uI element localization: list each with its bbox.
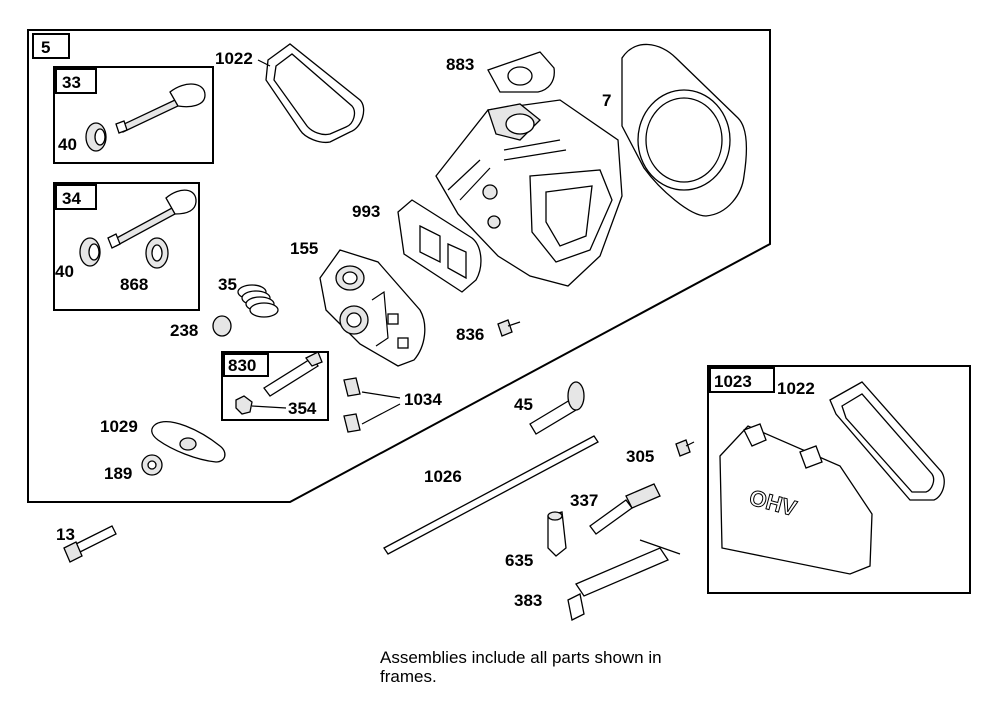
plug-238: [212, 315, 232, 337]
label-836: 836: [456, 325, 484, 344]
note-line-1: Assemblies include all parts shown in: [380, 648, 662, 667]
rocker-cover-gasket-1022: [265, 43, 365, 144]
bolt-13: [63, 525, 117, 563]
label-635: 635: [505, 551, 533, 570]
label-45: 45: [514, 395, 533, 414]
valve-rotator-868: [145, 237, 169, 269]
label-383: 383: [514, 591, 542, 610]
label-354: 354: [288, 399, 317, 418]
frame-5-label: 5: [41, 38, 50, 57]
screw-305: [675, 439, 695, 457]
label-305: 305: [626, 447, 654, 466]
frame-5-box: [32, 33, 70, 59]
intake-gasket-883: [487, 51, 555, 93]
label-883: 883: [446, 55, 474, 74]
label-1034: 1034: [404, 390, 442, 409]
spark-plug-tool-383: [567, 539, 681, 621]
frame-33-label: 33: [62, 73, 81, 92]
label-40b: 40: [55, 262, 74, 281]
frame-34-label: 34: [62, 189, 81, 208]
label-13: 13: [56, 525, 75, 544]
nut-354: [235, 395, 253, 415]
valve-spring-35: [237, 284, 279, 318]
label-238: 238: [170, 321, 198, 340]
label-993: 993: [352, 202, 380, 221]
label-40a: 40: [58, 135, 77, 154]
exhaust-valve-frame: [53, 182, 200, 311]
frame-830-label: 830: [228, 356, 256, 375]
push-rod-1026: [383, 435, 599, 555]
cover-gasket-1022b: [829, 381, 945, 501]
label-1022b: 1022: [777, 379, 815, 398]
label-337: 337: [570, 491, 598, 510]
intake-valve-frame: [53, 66, 214, 164]
note-line-2: frames.: [380, 667, 437, 686]
rocker-stud-830: [263, 351, 323, 397]
label-35: 35: [218, 275, 237, 294]
bolt-assembly-frame: [221, 351, 329, 421]
push-rod-guide-1034: [343, 377, 361, 433]
label-868: 868: [120, 275, 148, 294]
screw-836: [497, 319, 521, 337]
frame-34-box: [55, 184, 97, 210]
valve-cover-1023: OHV: [719, 423, 873, 575]
valve-cover-gasket-993: [397, 199, 482, 293]
head-gasket-7: [621, 43, 748, 217]
breather-plate-155: [319, 249, 426, 367]
label-1026: 1026: [424, 467, 462, 486]
label-7: 7: [602, 91, 611, 110]
spark-plug-boot-635: [547, 511, 567, 557]
rocker-arm-1029: [151, 421, 226, 463]
tappet-45: [529, 381, 585, 435]
valve-spring-retainer-40b: [79, 237, 101, 267]
exhaust-valve-part: [107, 189, 197, 249]
frame-33-box: [55, 68, 97, 94]
label-1022a: 1022: [215, 49, 253, 68]
rocker-nut-189: [141, 454, 163, 476]
spark-plug-337: [589, 483, 661, 535]
assembly-note: Assemblies include all parts shown in fr…: [380, 648, 800, 686]
valve-spring-retainer-40a: [85, 122, 107, 152]
cover-assembly-frame: [707, 365, 971, 594]
label-1029: 1029: [100, 417, 138, 436]
frame-830-box: [223, 353, 269, 377]
intake-valve-part: [115, 83, 206, 134]
main-assembly-frame: [27, 29, 771, 503]
label-189: 189: [104, 464, 132, 483]
cylinder-head-part: [435, 99, 623, 287]
frame-1023-label: 1023: [714, 372, 752, 391]
label-155: 155: [290, 239, 318, 258]
frame-1023-box: [709, 367, 775, 393]
